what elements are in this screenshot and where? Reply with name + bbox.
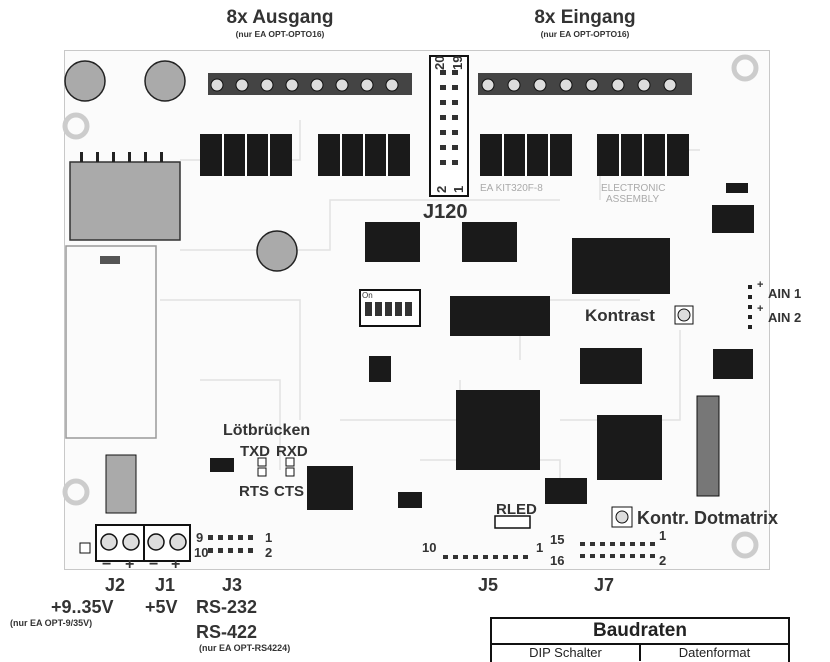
j3-rs422: RS-422 (196, 622, 258, 642)
ain-pins (748, 285, 752, 329)
voltage-regulator (105, 454, 137, 514)
relay-part (100, 256, 120, 264)
power-terminals (95, 524, 191, 562)
inputs-note: (nur EA OPT-OPTO16) (540, 29, 630, 39)
transformer (69, 161, 181, 241)
ain2-plus: + (757, 303, 764, 315)
j120-pin19: 19 (450, 55, 465, 70)
output-terminals (208, 73, 412, 95)
j120-header (429, 55, 469, 197)
j7-pin15: 15 (550, 532, 565, 547)
j3-pin2: 2 (265, 545, 273, 560)
rxd-label: RXD (276, 443, 308, 460)
rts-label: RTS (239, 483, 269, 500)
cts-label: CTS (274, 483, 304, 500)
j7-pin2: 2 (659, 553, 667, 568)
j3-note: (nur EA OPT-RS4224) (199, 643, 291, 653)
dip-on-label: On (362, 291, 373, 300)
j2-plus: + (125, 556, 135, 573)
j3-pin10: 10 (194, 545, 209, 560)
display-connector (696, 395, 720, 497)
j120-pin1: 1 (451, 185, 466, 193)
j3-label: J3 (222, 575, 243, 595)
baud-col-dip: DIP Schalter (492, 645, 641, 661)
input-terminals (478, 73, 692, 95)
transformer-pins (80, 152, 163, 162)
j120-pins (440, 70, 458, 165)
j5-pin16: 16 (550, 553, 565, 568)
j120-pin20: 20 (432, 55, 447, 70)
ics (210, 183, 754, 510)
txd-label: TXD (240, 443, 270, 460)
j3-pin9: 9 (196, 530, 204, 545)
j5-pin10: 10 (422, 540, 437, 555)
j2-label: J2 (105, 575, 126, 595)
j5-label: J5 (478, 575, 499, 595)
baud-table: Baudraten DIP Schalter Datenformat (490, 617, 790, 662)
outputs-note: (nur EA OPT-OPTO16) (235, 29, 325, 39)
relay-outline (65, 245, 157, 439)
ain2-label: AIN 2 (768, 310, 802, 325)
j5-pins (443, 555, 528, 559)
j3-rs232: RS-232 (196, 597, 258, 617)
j120-pin2: 2 (434, 185, 449, 193)
kontr-dotmatrix-label: Kontr. Dotmatrix (637, 508, 779, 528)
rled-resistor (494, 515, 531, 529)
silk-electronic: ELECTRONIC (601, 183, 666, 194)
dip-switch-levers (365, 302, 412, 316)
kontrast-label: Kontrast (585, 306, 655, 325)
ain1-label: AIN 1 (768, 286, 802, 301)
j2-minus: − (102, 556, 112, 573)
solder-bridge-pads (257, 457, 295, 477)
j5-pin1: 1 (536, 540, 544, 555)
baud-col-format: Datenformat (678, 645, 751, 660)
j3-pin1: 1 (265, 530, 273, 545)
power-led (79, 542, 91, 554)
optocoupler-dividers (222, 134, 667, 176)
dotmatrix-pot (611, 506, 633, 528)
silk-kit: EA KIT320F-8 (480, 183, 543, 194)
mounting-holes (62, 54, 759, 559)
j120-label: J120 (423, 201, 468, 223)
kontrast-pot (674, 305, 694, 325)
baud-table-title: Baudraten (492, 619, 788, 645)
j2-note: (nur EA OPT-9/35V) (10, 618, 93, 628)
outputs-heading: 8x Ausgang (226, 7, 334, 28)
rled-label: RLED (496, 501, 537, 518)
j1-minus: − (149, 556, 159, 573)
silk-assembly: ASSEMBLY (606, 194, 660, 205)
j7-label: J7 (594, 575, 615, 595)
j7-pins (580, 542, 655, 558)
inputs-heading: 8x Eingang (534, 7, 636, 28)
j1-label: J1 (155, 575, 176, 595)
baud-table-header: DIP Schalter Datenformat (492, 645, 788, 661)
j1-voltage: +5V (145, 597, 178, 617)
j7-pin1: 1 (659, 528, 667, 543)
lotbrucken-label: Lötbrücken (223, 422, 311, 439)
j2-voltage: +9..35V (51, 597, 114, 617)
j1-plus: + (171, 556, 181, 573)
j3-pins (208, 535, 253, 553)
capacitors (64, 60, 298, 272)
ain1-plus: + (757, 279, 764, 291)
